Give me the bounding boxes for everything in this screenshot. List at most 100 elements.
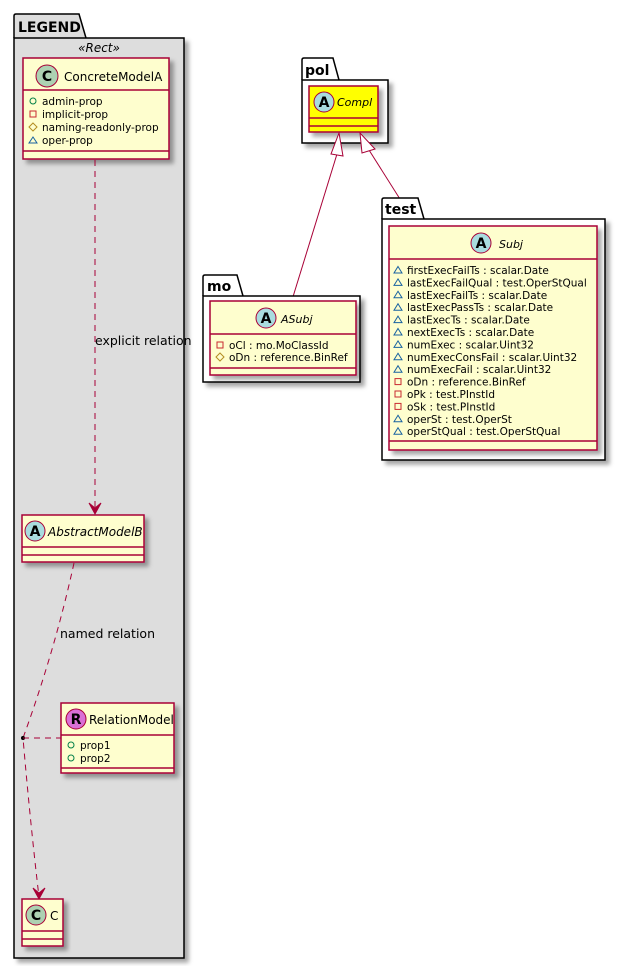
attribute-text: prop1 (80, 740, 111, 752)
square-icon (394, 378, 402, 386)
class-name: C (50, 909, 58, 923)
diamond-icon (28, 122, 38, 132)
triangle-icon (393, 414, 403, 423)
attribute-text: oper-prop (42, 135, 93, 147)
package-tab (13, 13, 87, 39)
relation-line (22, 562, 75, 898)
triangle-icon (393, 339, 403, 348)
arrow-head-icon (32, 887, 46, 901)
class-subj[interactable]: A Subj firstExecFailTs : scalar.Datelast… (388, 225, 598, 451)
class-kind-letter: A (30, 524, 41, 540)
attribute-row: nextExecTs : scalar.Date (393, 327, 534, 339)
class-box (209, 300, 357, 376)
attribute-text: naming-readonly-prop (42, 122, 159, 134)
triangle-icon (393, 364, 403, 373)
class-name: Compl (337, 96, 372, 109)
attribute-text: operStQual : test.OperStQual (407, 426, 560, 438)
triangle-icon (393, 327, 403, 336)
package-tab (202, 274, 244, 297)
class-box (388, 225, 598, 451)
triangle-icon (393, 265, 403, 274)
attribute-row: lastExecFailTs : scalar.Date (393, 290, 547, 302)
attribute-text: nextExecTs : scalar.Date (407, 327, 534, 339)
diamond-icon (215, 352, 225, 362)
attribute-row: lastExecFailQual : test.OperStQual (393, 277, 587, 289)
attribute-text: prop2 (80, 753, 111, 765)
relation-label: named relation (60, 626, 155, 641)
circle-icon (67, 741, 75, 749)
attribute-text: lastExecFailTs : scalar.Date (407, 290, 547, 302)
attribute-row: oPk : test.PInstId (394, 389, 495, 401)
class-c-icon (35, 64, 59, 88)
relation-line (291, 153, 338, 301)
class-relation-model[interactable]: R RelationModel prop1 prop2 (60, 702, 175, 774)
class-kind-letter: A (476, 236, 487, 252)
arrow-head-icon (88, 502, 102, 516)
attribute-row: lastExecPassTs : scalar.Date (393, 302, 553, 314)
relation-label: explicit relation (95, 333, 192, 348)
class-kind-letter: C (42, 69, 52, 85)
class-a-icon (313, 91, 335, 113)
attribute-text: implicit-prop (42, 109, 108, 121)
package-legend[interactable]: LEGEND «Rect» (13, 13, 185, 959)
package-name: LEGEND (18, 20, 81, 36)
attribute-text: operSt : test.OperSt (407, 414, 512, 426)
attribute-text: numExecConsFail : scalar.Uint32 (407, 352, 577, 364)
triangle-icon (393, 426, 403, 435)
class-kind-letter: A (261, 311, 272, 327)
square-icon (394, 402, 402, 410)
attribute-text: lastExecFailQual : test.OperStQual (407, 277, 587, 289)
triangle-icon (393, 290, 403, 299)
attribute-row: implicit-prop (29, 109, 108, 121)
attribute-row: oDn : reference.BinRef (215, 352, 348, 364)
square-icon (394, 390, 402, 398)
attribute-row: admin-prop (29, 96, 103, 108)
attribute-row: oSk : test.PInstId (394, 401, 495, 413)
class-name: RelationModel (89, 713, 174, 727)
class-name: ConcreteModelA (64, 70, 163, 84)
triangle-icon (393, 277, 403, 286)
stereotype-label: «Rect» (78, 41, 120, 55)
inheritance-arrow-icon (330, 131, 344, 157)
class-a-icon (24, 520, 46, 542)
attribute-row: numExecFail : scalar.Uint32 (393, 364, 551, 376)
attribute-text: oCl : mo.MoClassId (229, 340, 329, 352)
class-concrete-model-a[interactable]: C ConcreteModelA admin-prop implicit-pro… (22, 57, 170, 160)
inheritance-asubj-compl[interactable] (291, 131, 344, 301)
class-c-icon (25, 904, 47, 926)
class-box (22, 57, 170, 160)
class-asubj[interactable]: A ASubj oCl : mo.MoClassId oDn : referen… (209, 300, 357, 376)
attribute-row: prop1 (67, 740, 111, 752)
attribute-text: oDn : reference.BinRef (229, 352, 348, 364)
square-icon (216, 341, 224, 349)
class-name: ASubj (280, 313, 313, 326)
circle-icon (67, 754, 75, 762)
attribute-row: naming-readonly-prop (28, 122, 159, 134)
attribute-row: prop2 (67, 753, 111, 765)
attribute-text: oDn : reference.BinRef (407, 377, 526, 389)
attribute-text: firstExecFailTs : scalar.Date (407, 265, 549, 277)
class-kind-letter: C (31, 908, 41, 924)
circle-icon (29, 97, 37, 105)
class-compl[interactable]: A Compl (308, 85, 379, 133)
attribute-row: numExecConsFail : scalar.Uint32 (393, 352, 577, 364)
square-icon (29, 110, 37, 118)
class-c[interactable]: C C (21, 898, 64, 947)
relation-explicit[interactable]: explicit relation (88, 160, 192, 516)
triangle-icon (393, 352, 403, 361)
package-tab (381, 197, 425, 220)
attribute-text: numExec : scalar.Uint32 (407, 339, 534, 351)
relation-named[interactable]: named relation (21, 562, 155, 901)
class-abstract-model-b[interactable]: A AbstractModelB (21, 514, 145, 563)
package-tab (301, 57, 340, 81)
attribute-text: numExecFail : scalar.Uint32 (407, 364, 551, 376)
class-name: Subj (499, 238, 524, 251)
attribute-row: operSt : test.OperSt (393, 414, 512, 426)
class-a-icon (470, 232, 492, 254)
triangle-icon (393, 302, 403, 311)
package-body (13, 37, 185, 959)
triangle-icon (28, 136, 38, 144)
class-kind-letter: A (319, 95, 330, 111)
attribute-text: admin-prop (42, 96, 103, 108)
